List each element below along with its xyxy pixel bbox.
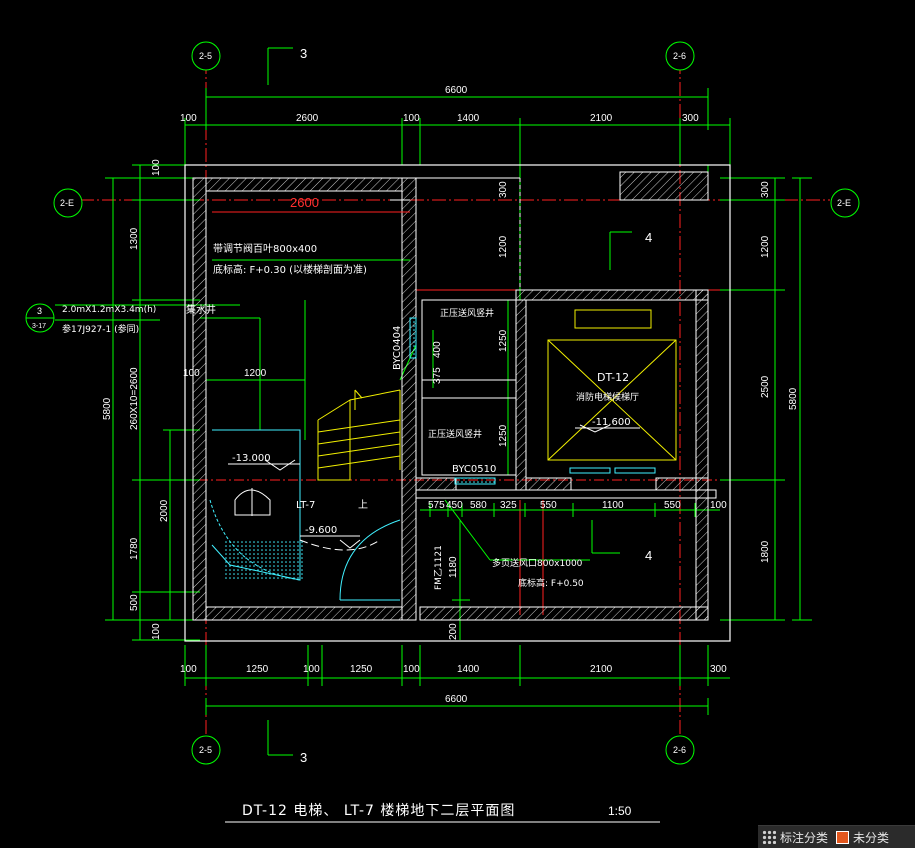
dim-shaft-400: 400 bbox=[432, 341, 443, 358]
dim-bottom-seg-0: 100 bbox=[180, 664, 197, 675]
dimension-lines bbox=[55, 47, 812, 756]
dim-top-seg-1: 2600 bbox=[296, 113, 319, 124]
unclassified-button[interactable]: 未分类 bbox=[832, 826, 893, 848]
grid-label-right-bottom: 2-6 bbox=[673, 745, 686, 755]
grid-label-left-bottom: 2-5 bbox=[199, 745, 212, 755]
label-vent-2: 多页送风口800x1000 bbox=[492, 557, 583, 569]
label-shaft-1: 正压送风竖井 bbox=[440, 307, 494, 319]
dim-bottom-seg-4: 100 bbox=[403, 664, 420, 675]
dim-top-seg-4: 2100 bbox=[590, 113, 613, 124]
section-mark-right-top: 4 bbox=[645, 230, 652, 245]
dim-left-inner-0: 2000 bbox=[159, 499, 170, 522]
grid-label-row-right: 2-E bbox=[837, 198, 851, 208]
dim-door-1180: 1180 bbox=[448, 556, 459, 578]
grid-label-row-left: 2-E bbox=[60, 198, 74, 208]
label-elev-minus96: -9.600 bbox=[305, 525, 337, 536]
misc-white bbox=[228, 199, 640, 551]
dim-row-100: 100 bbox=[710, 500, 727, 511]
annotate-category-label: 标注分类 bbox=[780, 830, 829, 845]
dim-bottom-seg-5: 1400 bbox=[457, 664, 480, 675]
dim-col-1200: 1200 bbox=[498, 235, 509, 258]
dim-red-width: 2600 bbox=[290, 195, 319, 210]
label-lt7: LT-7 bbox=[296, 500, 315, 511]
dim-bottom-overall: 6600 bbox=[445, 694, 468, 705]
dim-top-seg-2: 100 bbox=[403, 113, 420, 124]
grid-label-left-top: 2-5 bbox=[199, 51, 212, 61]
dim-col-300: 300 bbox=[498, 181, 509, 198]
cyan-elements bbox=[209, 317, 656, 601]
dim-stair-1200: 1200 bbox=[244, 368, 267, 379]
dim-row-450: 450 bbox=[446, 500, 463, 511]
label-elev-minus13: -13.000 bbox=[232, 453, 271, 464]
dim-right-seg-3: 1800 bbox=[760, 540, 771, 563]
section-mark-right-mid: 4 bbox=[645, 548, 652, 563]
dim-left-outer-5: 100 bbox=[151, 623, 162, 640]
dim-top-seg-3: 1400 bbox=[457, 113, 480, 124]
drawing-title: DT-12 电梯、 LT-7 楼梯地下二层平面图 bbox=[242, 803, 515, 819]
grid-label-right-top: 2-6 bbox=[673, 51, 686, 61]
label-vent-2-elev: 底标高: F+0.50 bbox=[518, 577, 584, 589]
dim-row-575: 575 bbox=[428, 500, 445, 511]
label-sump-ref: 参17J927-1 (参同) bbox=[62, 323, 139, 335]
dim-right-seg-2: 2500 bbox=[760, 375, 771, 398]
grid-bubbles bbox=[25, 41, 860, 765]
dim-bottom-seg-2: 100 bbox=[303, 664, 320, 675]
dim-stair-100: 100 bbox=[183, 368, 200, 379]
dim-row-325: 325 bbox=[500, 500, 517, 511]
label-byc-2: BYC0510 bbox=[452, 464, 496, 475]
dim-top-seg-0: 100 bbox=[180, 113, 197, 124]
dim-left-outer-4: 500 bbox=[129, 594, 140, 611]
label-vent: 带调节阀百叶800x400 bbox=[213, 242, 317, 255]
axis-lines-solid bbox=[416, 289, 780, 615]
dim-row-580: 580 bbox=[470, 500, 487, 511]
label-sump: 集水井 bbox=[186, 303, 216, 316]
dim-top-overall: 6600 bbox=[445, 85, 468, 96]
dim-bottom-seg-1: 1250 bbox=[246, 664, 269, 675]
dim-right-overall: 5800 bbox=[788, 387, 799, 410]
label-dt12: DT-12 bbox=[597, 371, 629, 384]
label-shaft-2: 正压送风竖井 bbox=[428, 428, 482, 440]
dim-left-outer-3: 1780 bbox=[129, 537, 140, 560]
label-fire-elevator: 消防电梯候梯厅 bbox=[576, 391, 639, 403]
dim-right-seg-0: 300 bbox=[760, 181, 771, 198]
walls bbox=[184, 164, 731, 642]
unclassified-label: 未分类 bbox=[853, 830, 890, 845]
label-fm: FM乙1121 bbox=[433, 545, 444, 590]
yellow-elements bbox=[317, 309, 677, 481]
dim-left-outer-2: 260X10=2600 bbox=[129, 367, 140, 430]
dim-door-200: 200 bbox=[448, 623, 459, 640]
dim-row-550b: 550 bbox=[664, 500, 681, 511]
dim-bottom-seg-6: 2100 bbox=[590, 664, 613, 675]
drawing-scale: 1:50 bbox=[608, 804, 632, 818]
dim-left-overall: 5800 bbox=[102, 397, 113, 420]
dim-row-550a: 550 bbox=[540, 500, 557, 511]
dim-bottom-seg-3: 1250 bbox=[350, 664, 373, 675]
grid-dots-icon bbox=[762, 830, 776, 844]
dim-shaft-375: 375 bbox=[432, 367, 443, 384]
dim-row-1100: 1100 bbox=[602, 500, 624, 511]
label-sump-size: 2.0mX1.2mX3.4m(h) bbox=[62, 305, 156, 315]
label-byc-1: BYC0404 bbox=[392, 326, 403, 370]
section-mark-top-left: 3 bbox=[300, 46, 307, 61]
dim-shaft-1250b: 1250 bbox=[498, 424, 509, 447]
detail-callout-sheet: 3-17 bbox=[32, 323, 46, 330]
section-mark-bottom-left: 3 bbox=[300, 750, 307, 765]
dim-top-seg-5: 300 bbox=[682, 113, 699, 124]
dim-left-outer-1: 1300 bbox=[129, 227, 140, 250]
annotate-category-button[interactable]: 标注分类 bbox=[758, 826, 832, 848]
detail-callout-num: 3 bbox=[37, 306, 42, 316]
label-up: 上 bbox=[358, 499, 368, 511]
dim-left-outer-0: 100 bbox=[151, 159, 162, 176]
label-vent-elev: 底标高: F+0.30 (以楼梯剖面为准) bbox=[213, 263, 367, 276]
orange-square-icon bbox=[836, 830, 850, 844]
label-elev-minus116: -11.600 bbox=[592, 417, 631, 428]
dim-shaft-1250a: 1250 bbox=[498, 329, 509, 352]
status-bar: 标注分类 未分类 bbox=[758, 825, 915, 848]
dim-right-seg-1: 1200 bbox=[760, 235, 771, 258]
dim-bottom-seg-7: 300 bbox=[710, 664, 727, 675]
